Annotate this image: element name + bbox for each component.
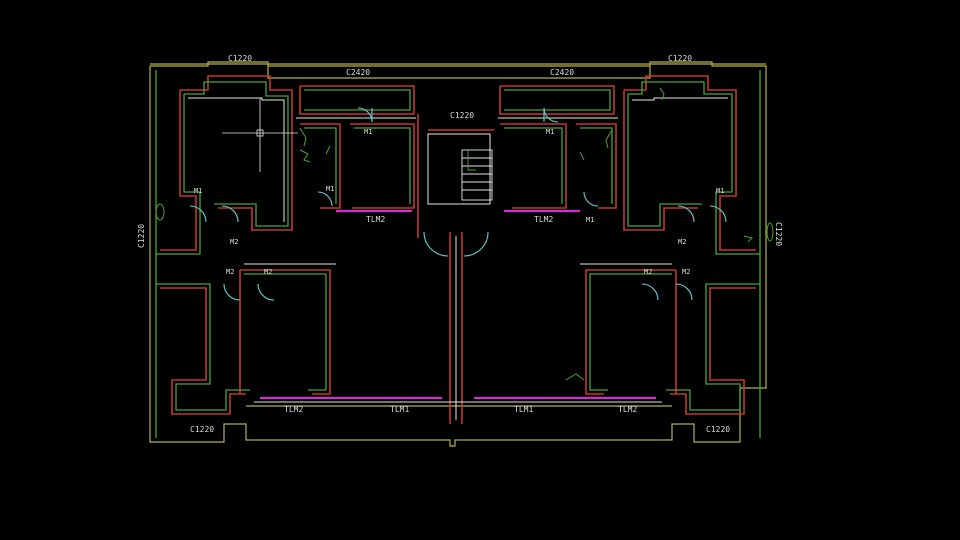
label-window-side-left: C1220 [137, 224, 146, 248]
label-window-top-left: C1220 [228, 54, 252, 63]
label-tlm1-left: TLM1 [390, 405, 409, 414]
sliding-door-labels: TLM2 TLM2 TLM2 TLM2 TLM1 TLM1 [284, 215, 637, 414]
label-tlm2-bottom-left: TLM2 [284, 405, 303, 414]
label-door-m1-c: M1 [194, 187, 202, 195]
crosshair-cursor-icon [222, 98, 298, 172]
label-door-m2-d: M2 [264, 268, 272, 276]
label-door-m2-b: M2 [678, 238, 686, 246]
label-door-m2-c: M2 [226, 268, 234, 276]
label-tlm2-top-right: TLM2 [534, 215, 553, 224]
label-door-m1-f: M1 [586, 216, 594, 224]
building-outline [149, 61, 767, 447]
staircase-icon [461, 149, 493, 201]
glass-doors [260, 209, 656, 400]
label-door-m1-b: M1 [546, 128, 554, 136]
label-window-stair: C1220 [450, 111, 474, 120]
label-door-m2-a: M2 [230, 238, 238, 246]
label-window-side-right: C1220 [774, 222, 783, 246]
wall-traces-green [155, 70, 761, 438]
door-swings [189, 107, 727, 301]
structural-walls-red [160, 75, 756, 424]
window-labels: C1220 C1220 C2420 C2420 C1220 C1220 C122… [137, 54, 783, 434]
label-door-m1-e: M1 [326, 185, 334, 193]
label-tlm2-bottom-right: TLM2 [618, 405, 637, 414]
label-tlm1-right: TLM1 [514, 405, 533, 414]
wall-lines-white [188, 97, 728, 420]
door-labels: M1 M1 M1 M1 M1 M1 M2 M2 M2 M2 M2 M2 [194, 128, 724, 276]
label-door-m1-a: M1 [364, 128, 372, 136]
label-window-top-left-wide: C2420 [346, 68, 370, 77]
label-window-bottom-left: C1220 [190, 425, 214, 434]
label-window-top-right-wide: C2420 [550, 68, 574, 77]
label-door-m2-f: M2 [682, 268, 690, 276]
label-tlm2-top-left: TLM2 [366, 215, 385, 224]
label-door-m2-e: M2 [644, 268, 652, 276]
label-window-bottom-right: C1220 [706, 425, 730, 434]
label-door-m1-d: M1 [716, 187, 724, 195]
fixture-details [155, 87, 774, 381]
label-window-top-right: C1220 [668, 54, 692, 63]
